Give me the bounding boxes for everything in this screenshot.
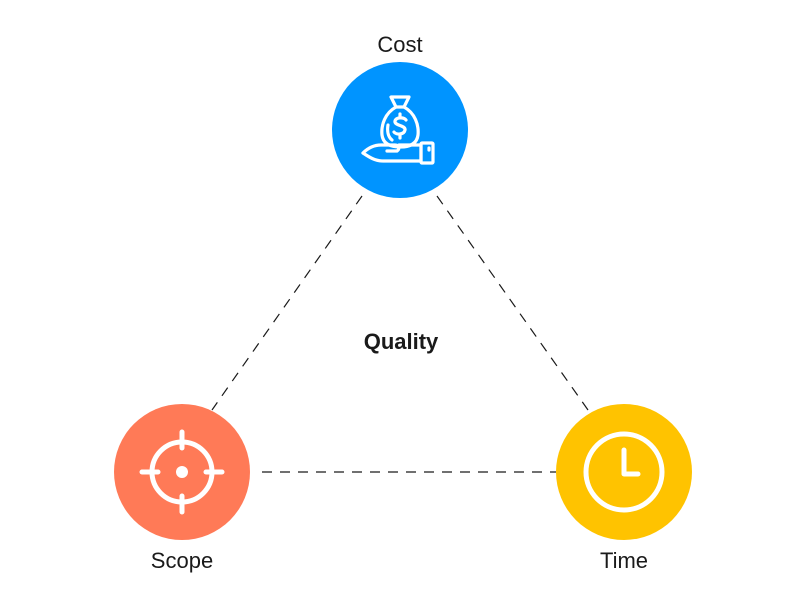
scope-label: Scope	[150, 548, 214, 573]
edge-cost-time	[436, 195, 589, 411]
scope-node	[114, 404, 250, 540]
cost-label: Cost	[377, 32, 423, 57]
quality-label: Quality	[363, 329, 439, 354]
money-bag-hand-icon	[361, 95, 435, 165]
clock-icon	[583, 431, 665, 513]
crosshair-target-icon	[139, 429, 225, 515]
cost-node	[332, 62, 468, 198]
time-node	[556, 404, 692, 540]
edge-cost-scope	[211, 195, 363, 411]
time-label: Time	[599, 548, 649, 573]
